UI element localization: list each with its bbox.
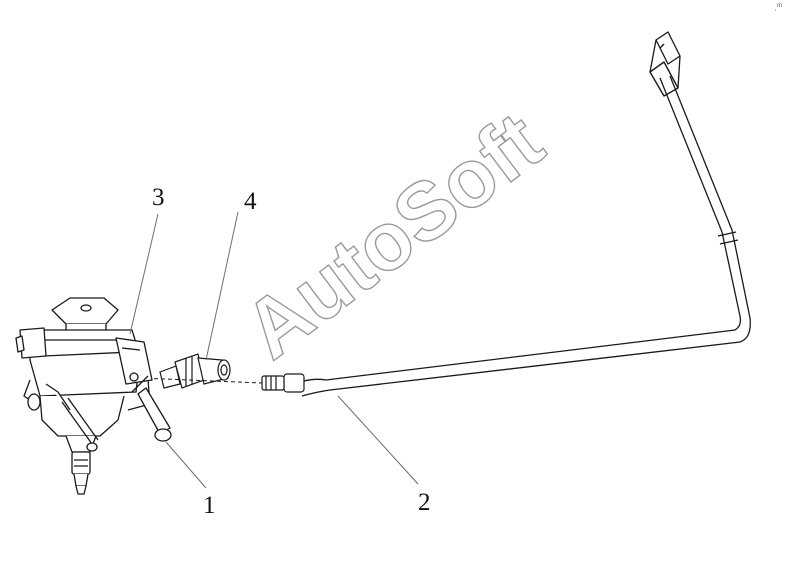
callout-4: 4	[244, 188, 257, 215]
elbow-fitting	[159, 353, 231, 389]
tube-end-fitting	[261, 373, 305, 393]
alignment-line	[139, 377, 263, 384]
corner-mark: ˌᵐ	[774, 1, 782, 11]
watermark-text: AutoSoft	[228, 95, 559, 376]
leader-1	[165, 441, 207, 489]
leader-3	[129, 213, 159, 335]
leader-4	[205, 211, 239, 361]
leader-2	[337, 395, 419, 485]
callout-3: 3	[152, 184, 165, 211]
valve-assembly	[15, 297, 172, 495]
leader-lines	[129, 211, 419, 489]
callout-1: 1	[203, 492, 216, 519]
callout-2: 2	[418, 489, 431, 516]
